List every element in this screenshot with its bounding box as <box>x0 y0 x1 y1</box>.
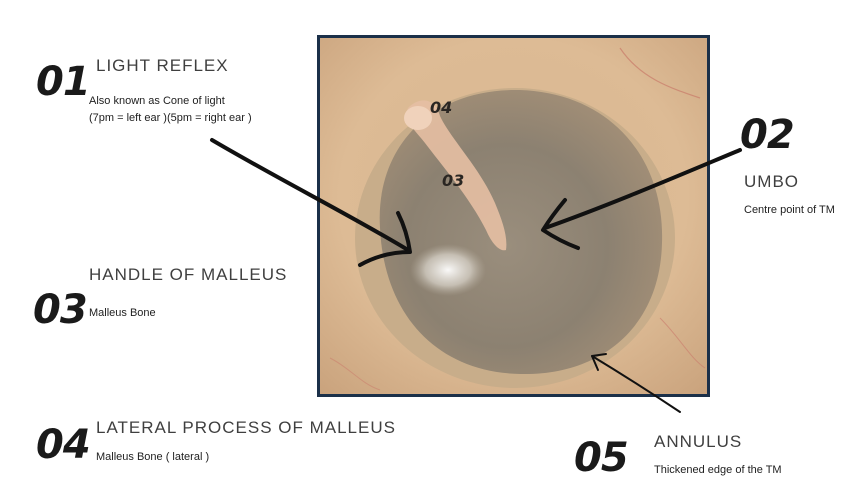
lateral-process <box>404 106 432 130</box>
title-annulus: ANNULUS <box>654 432 743 451</box>
desc-light-reflex-2: (7pm = left ear )(5pm = right ear ) <box>89 112 252 124</box>
malleus-handle <box>406 100 507 251</box>
eardrum-photo: 04 03 <box>317 35 710 397</box>
eardrum-illustration <box>320 38 707 394</box>
number-01: 01 <box>36 59 91 105</box>
desc-handle-of-malleus: Malleus Bone <box>89 307 156 319</box>
desc-annulus: Thickened edge of the TM <box>654 464 782 476</box>
number-05: 05 <box>574 435 629 481</box>
number-02: 02 <box>740 112 795 158</box>
vessel <box>619 47 701 99</box>
vessel <box>659 317 706 369</box>
photo-label-04: 04 <box>430 98 453 117</box>
title-handle-of-malleus: HANDLE OF MALLEUS <box>89 265 288 284</box>
vessel <box>329 357 381 391</box>
title-lateral-process: LATERAL PROCESS OF MALLEUS <box>96 418 396 437</box>
title-light-reflex: LIGHT REFLEX <box>96 56 229 75</box>
desc-umbo: Centre point of TM <box>744 204 835 216</box>
desc-lateral-process: Malleus Bone ( lateral ) <box>96 451 210 463</box>
desc-light-reflex-1: Also known as Cone of light <box>89 95 225 107</box>
light-reflex-spot <box>410 244 486 296</box>
number-03: 03 <box>33 287 88 333</box>
photo-label-03: 03 <box>442 171 465 190</box>
title-umbo: UMBO <box>744 172 799 191</box>
number-04: 04 <box>36 422 91 468</box>
